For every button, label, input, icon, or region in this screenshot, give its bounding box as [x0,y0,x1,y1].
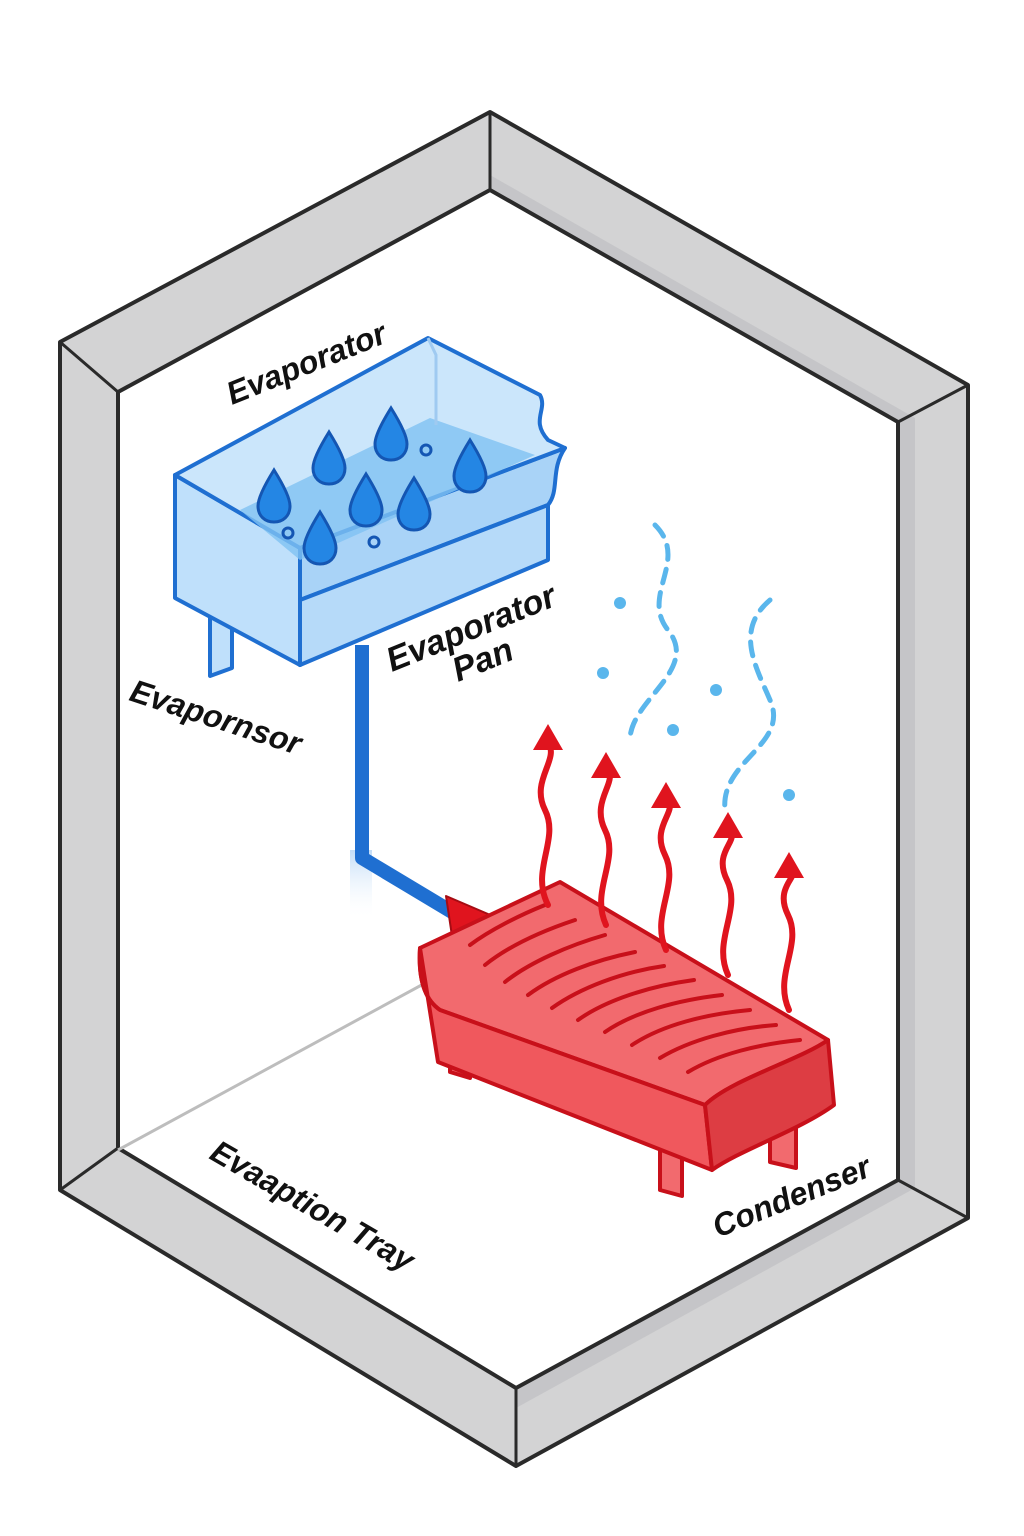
tray-floor-line [117,973,441,1152]
coil-groove [526,950,637,997]
water-droplet-icon [452,437,488,494]
condenser-coils [468,903,802,1074]
coil-groove [630,1008,752,1047]
vapor-dot-icon [783,789,795,801]
arrowhead-icon [713,812,743,838]
heat-wave-arrow-icon [657,797,673,953]
vapor-dot-icon [597,667,609,679]
bubble-icon [367,535,381,549]
bubble-icon [419,443,433,457]
coil-groove [576,978,696,1022]
heat-wave-arrow-icon [537,739,554,908]
vapor-dot-icon [614,597,626,609]
frame-bevel-lines-2 [897,383,969,424]
arrowhead-icon [774,852,804,878]
cabinet-frame [58,110,970,1468]
water-droplet-icon [348,471,384,528]
vapor-wave-icon [722,597,777,813]
water-droplet-icon [373,405,409,462]
coil-groove [658,1023,778,1060]
water-droplet-icon [302,509,338,566]
vapor-dot-icon [710,684,722,696]
heat-arrowheads [533,724,804,878]
coil-groove [603,993,724,1034]
vapor-waves [597,522,795,813]
coil-groove [503,933,607,984]
water-droplet-icon [311,429,347,486]
water-droplet-icon [396,475,432,532]
coil-groove [686,1038,802,1074]
arrowhead-icon [533,724,563,750]
arrowhead-icon [591,752,621,778]
pan-back-shade [426,337,438,425]
heat-wave-arrow-icon [719,827,735,978]
bubble-icon [281,526,295,540]
coil-groove [550,964,666,1010]
condenser-right [703,1038,836,1172]
frame-bevel-lines-6 [897,1178,969,1220]
pan-right-lower [298,503,550,667]
coil-groove [483,918,577,967]
coil-groove [468,903,547,947]
water-droplets [256,405,488,566]
evaporator-pan [173,336,567,678]
arrowhead-icon [651,782,681,808]
frame-bevel-lines-4 [59,1146,119,1192]
water-droplet-icon [256,467,292,524]
pipe-line [355,645,466,925]
vapor-dot-icon [667,724,679,736]
vapor-wave-icon [627,522,679,743]
drain-pipe [350,645,503,937]
condenser [417,880,836,1198]
heat-wave-arrow-icon [597,767,613,928]
frame-bevel-lines-5 [59,340,119,394]
